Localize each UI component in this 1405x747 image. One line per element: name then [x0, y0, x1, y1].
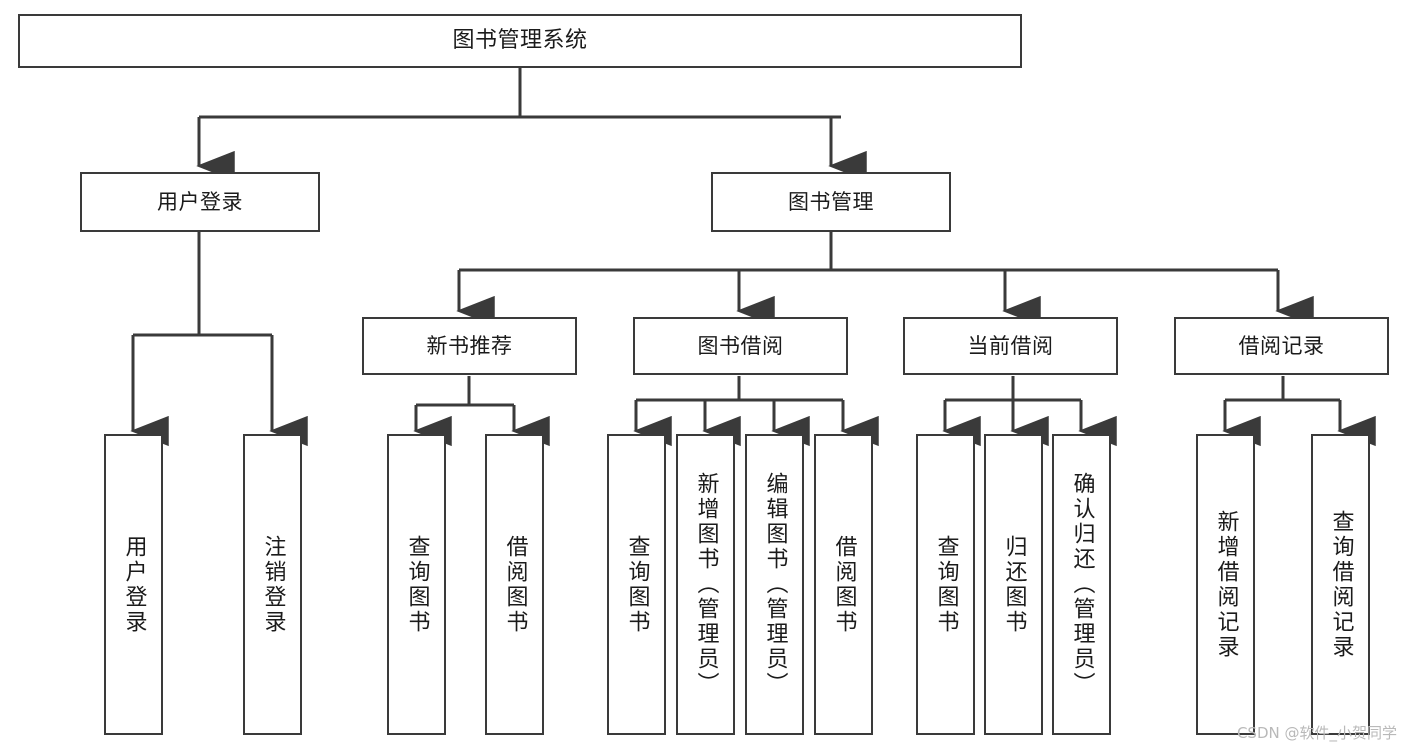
node-label: 确认归还（管理员）: [1069, 472, 1095, 697]
leaf-borrow-record-1[interactable]: 新增借阅记录: [1196, 434, 1255, 735]
node-label: 归还图书: [1001, 534, 1027, 635]
node-label: 查询借阅记录: [1328, 509, 1354, 660]
node-user-login[interactable]: 用户登录: [80, 172, 320, 232]
node-label: 查询图书: [404, 534, 430, 635]
node-label: 图书管理: [788, 189, 874, 214]
leaf-user-login-2[interactable]: 注销登录: [243, 434, 302, 735]
node-label: 图书管理系统: [452, 28, 588, 54]
node-label: 编辑图书（管理员）: [762, 472, 788, 697]
node-label: 新增图书（管理员）: [693, 472, 719, 697]
node-label: 用户登录: [121, 534, 147, 635]
leaf-current-borrow-3[interactable]: 确认归还（管理员）: [1052, 434, 1111, 735]
node-label: 注销登录: [260, 534, 286, 635]
leaf-book-borrow-4[interactable]: 借阅图书: [814, 434, 873, 735]
leaf-current-borrow-2[interactable]: 归还图书: [984, 434, 1043, 735]
node-current-borrow[interactable]: 当前借阅: [903, 317, 1118, 375]
node-label: 图书借阅: [697, 333, 784, 358]
node-label: 新书推荐: [426, 333, 513, 358]
node-label: 当前借阅: [967, 333, 1054, 358]
leaf-current-borrow-1[interactable]: 查询图书: [916, 434, 975, 735]
node-label: 借阅图书: [831, 534, 857, 635]
node-new-book-recommend[interactable]: 新书推荐: [362, 317, 577, 375]
leaf-book-borrow-1[interactable]: 查询图书: [607, 434, 666, 735]
node-borrow-record[interactable]: 借阅记录: [1174, 317, 1389, 375]
leaf-book-borrow-3[interactable]: 编辑图书（管理员）: [745, 434, 804, 735]
node-label: 用户登录: [157, 189, 243, 214]
node-book-management[interactable]: 图书管理: [711, 172, 951, 232]
leaf-new-book-1[interactable]: 查询图书: [387, 434, 446, 735]
node-label: 借阅图书: [502, 534, 528, 635]
node-label: 查询图书: [624, 534, 650, 635]
node-root-system[interactable]: 图书管理系统: [18, 14, 1022, 68]
node-label: 借阅记录: [1238, 333, 1325, 358]
node-label: 查询图书: [933, 534, 959, 635]
csdn-watermark: CSDN @软件_小贺同学: [1236, 724, 1397, 742]
leaf-user-login-1[interactable]: 用户登录: [104, 434, 163, 735]
node-book-borrow[interactable]: 图书借阅: [633, 317, 848, 375]
leaf-new-book-2[interactable]: 借阅图书: [485, 434, 544, 735]
leaf-book-borrow-2[interactable]: 新增图书（管理员）: [676, 434, 735, 735]
node-label: 新增借阅记录: [1213, 509, 1239, 660]
leaf-borrow-record-2[interactable]: 查询借阅记录: [1311, 434, 1370, 735]
